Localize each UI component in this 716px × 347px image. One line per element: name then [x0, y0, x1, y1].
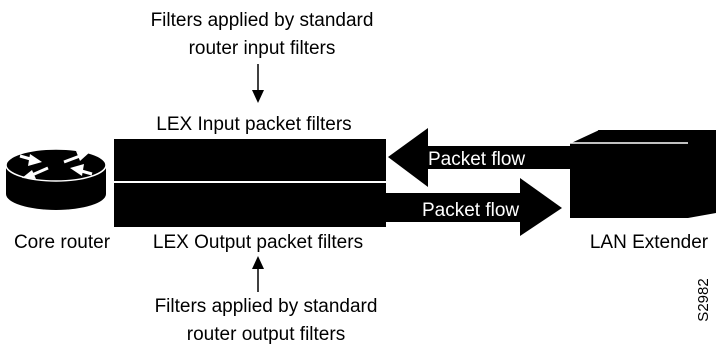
- top-note-line1: Filters applied by standard: [151, 10, 374, 31]
- bottom-note-line1: Filters applied by standard: [155, 296, 378, 317]
- inbound-flow-arrow: [388, 128, 576, 187]
- input-filters-label: LEX Input packet filters: [156, 114, 351, 135]
- outbound-flow-label: Packet flow: [422, 200, 519, 221]
- bottom-note-line2: router output filters: [187, 324, 345, 345]
- output-filter-bar: [114, 183, 386, 227]
- core-router-label: Core router: [14, 232, 111, 253]
- figure-code: S2982: [695, 278, 712, 321]
- top-note-arrow: [252, 64, 264, 103]
- bottom-note-arrow: [252, 256, 264, 292]
- inbound-flow-label: Packet flow: [428, 149, 525, 170]
- outbound-flow-arrow: [386, 178, 562, 236]
- core-router-icon: [5, 148, 107, 210]
- lan-extender-icon: [569, 129, 716, 218]
- top-note-line2: router input filters: [189, 38, 336, 59]
- output-filters-label: LEX Output packet filters: [153, 232, 363, 253]
- lan-extender-label: LAN Extender: [590, 232, 709, 253]
- input-filter-bar: [114, 139, 386, 181]
